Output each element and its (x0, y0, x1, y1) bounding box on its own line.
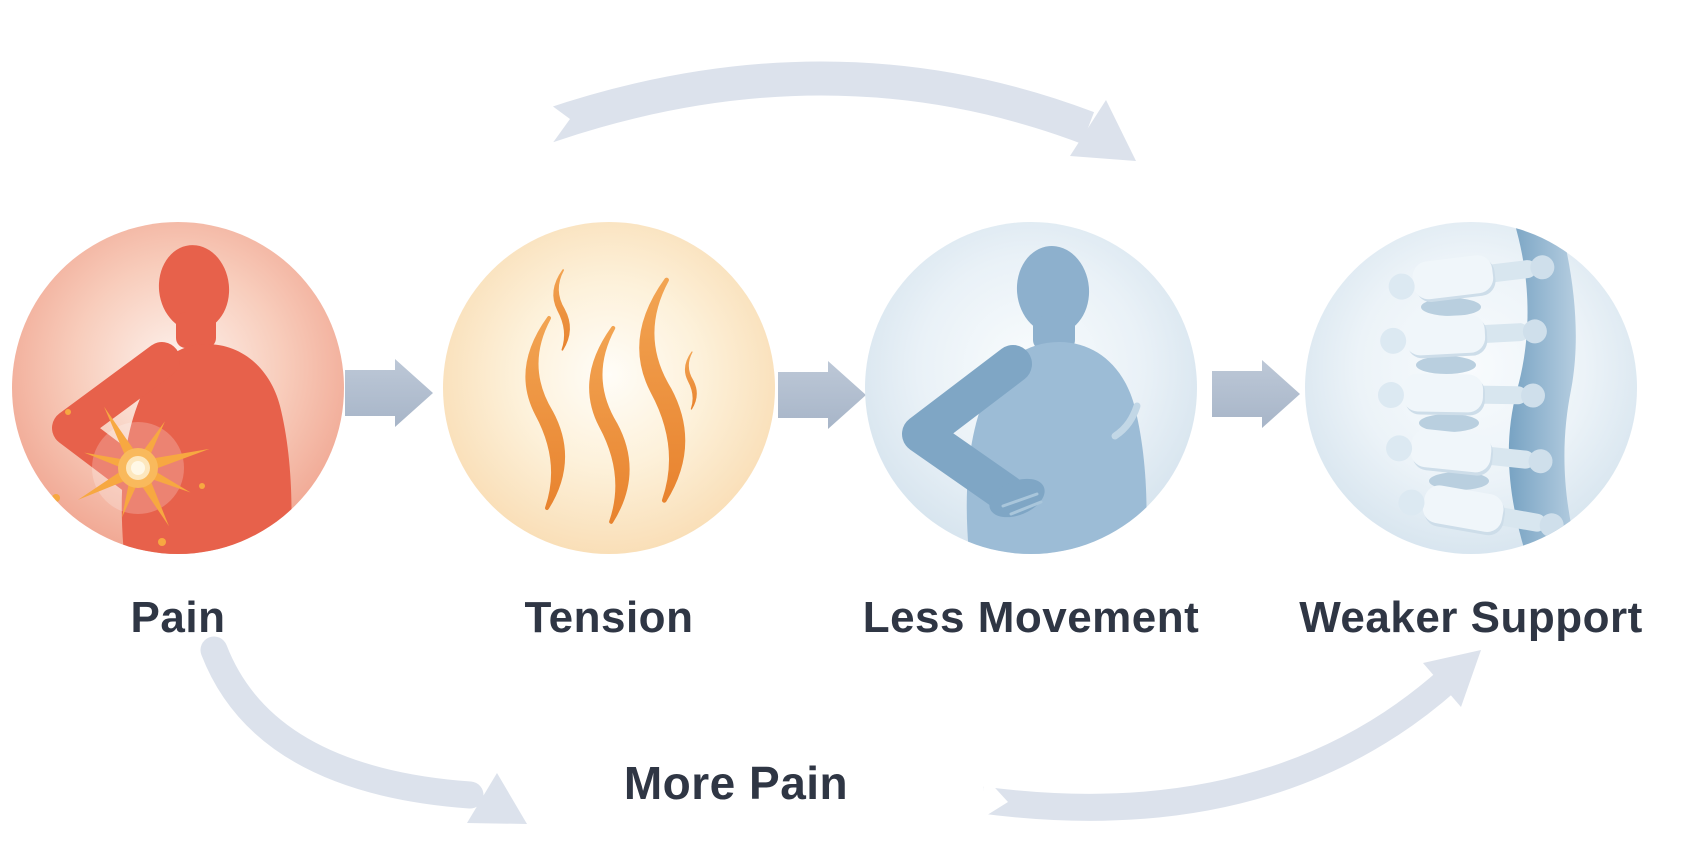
stage-pain: Pain (0, 222, 378, 640)
stage-label-pain: Pain (130, 593, 226, 642)
stage-less-movement: Less Movement (831, 222, 1231, 640)
feedback-label-more-pain: More Pain (623, 757, 849, 809)
stage-label-less-movement: Less Movement (862, 593, 1200, 642)
stage-circle-weaker-support (1305, 222, 1637, 554)
person-holding-back-icon (865, 222, 1197, 554)
person-back-pain-icon (12, 222, 344, 554)
pain-burst-icon (52, 406, 210, 546)
block-arrow-tension-lessmovement (778, 361, 866, 429)
stage-circle-tension (443, 222, 775, 554)
curved-arrow-bottom-right (976, 650, 1481, 822)
spine-icon (1305, 222, 1637, 554)
stage-weaker-support: Weaker Support (1271, 222, 1671, 640)
stage-circle-less-movement (865, 222, 1197, 554)
tension-flames-icon (443, 222, 775, 554)
stage-label-tension: Tension (524, 593, 694, 642)
block-arrow-pain-tension (345, 359, 433, 427)
stage-tension: Tension (409, 222, 809, 640)
curved-arrow-bottom-left (200, 636, 527, 824)
curved-ribbon-arrow-top (536, 61, 1136, 161)
vertebrae (1377, 255, 1564, 538)
stage-circle-pain (12, 222, 344, 554)
stage-label-weaker-support: Weaker Support (1299, 593, 1643, 642)
block-arrow-lessmovement-weakersupport (1212, 360, 1300, 428)
